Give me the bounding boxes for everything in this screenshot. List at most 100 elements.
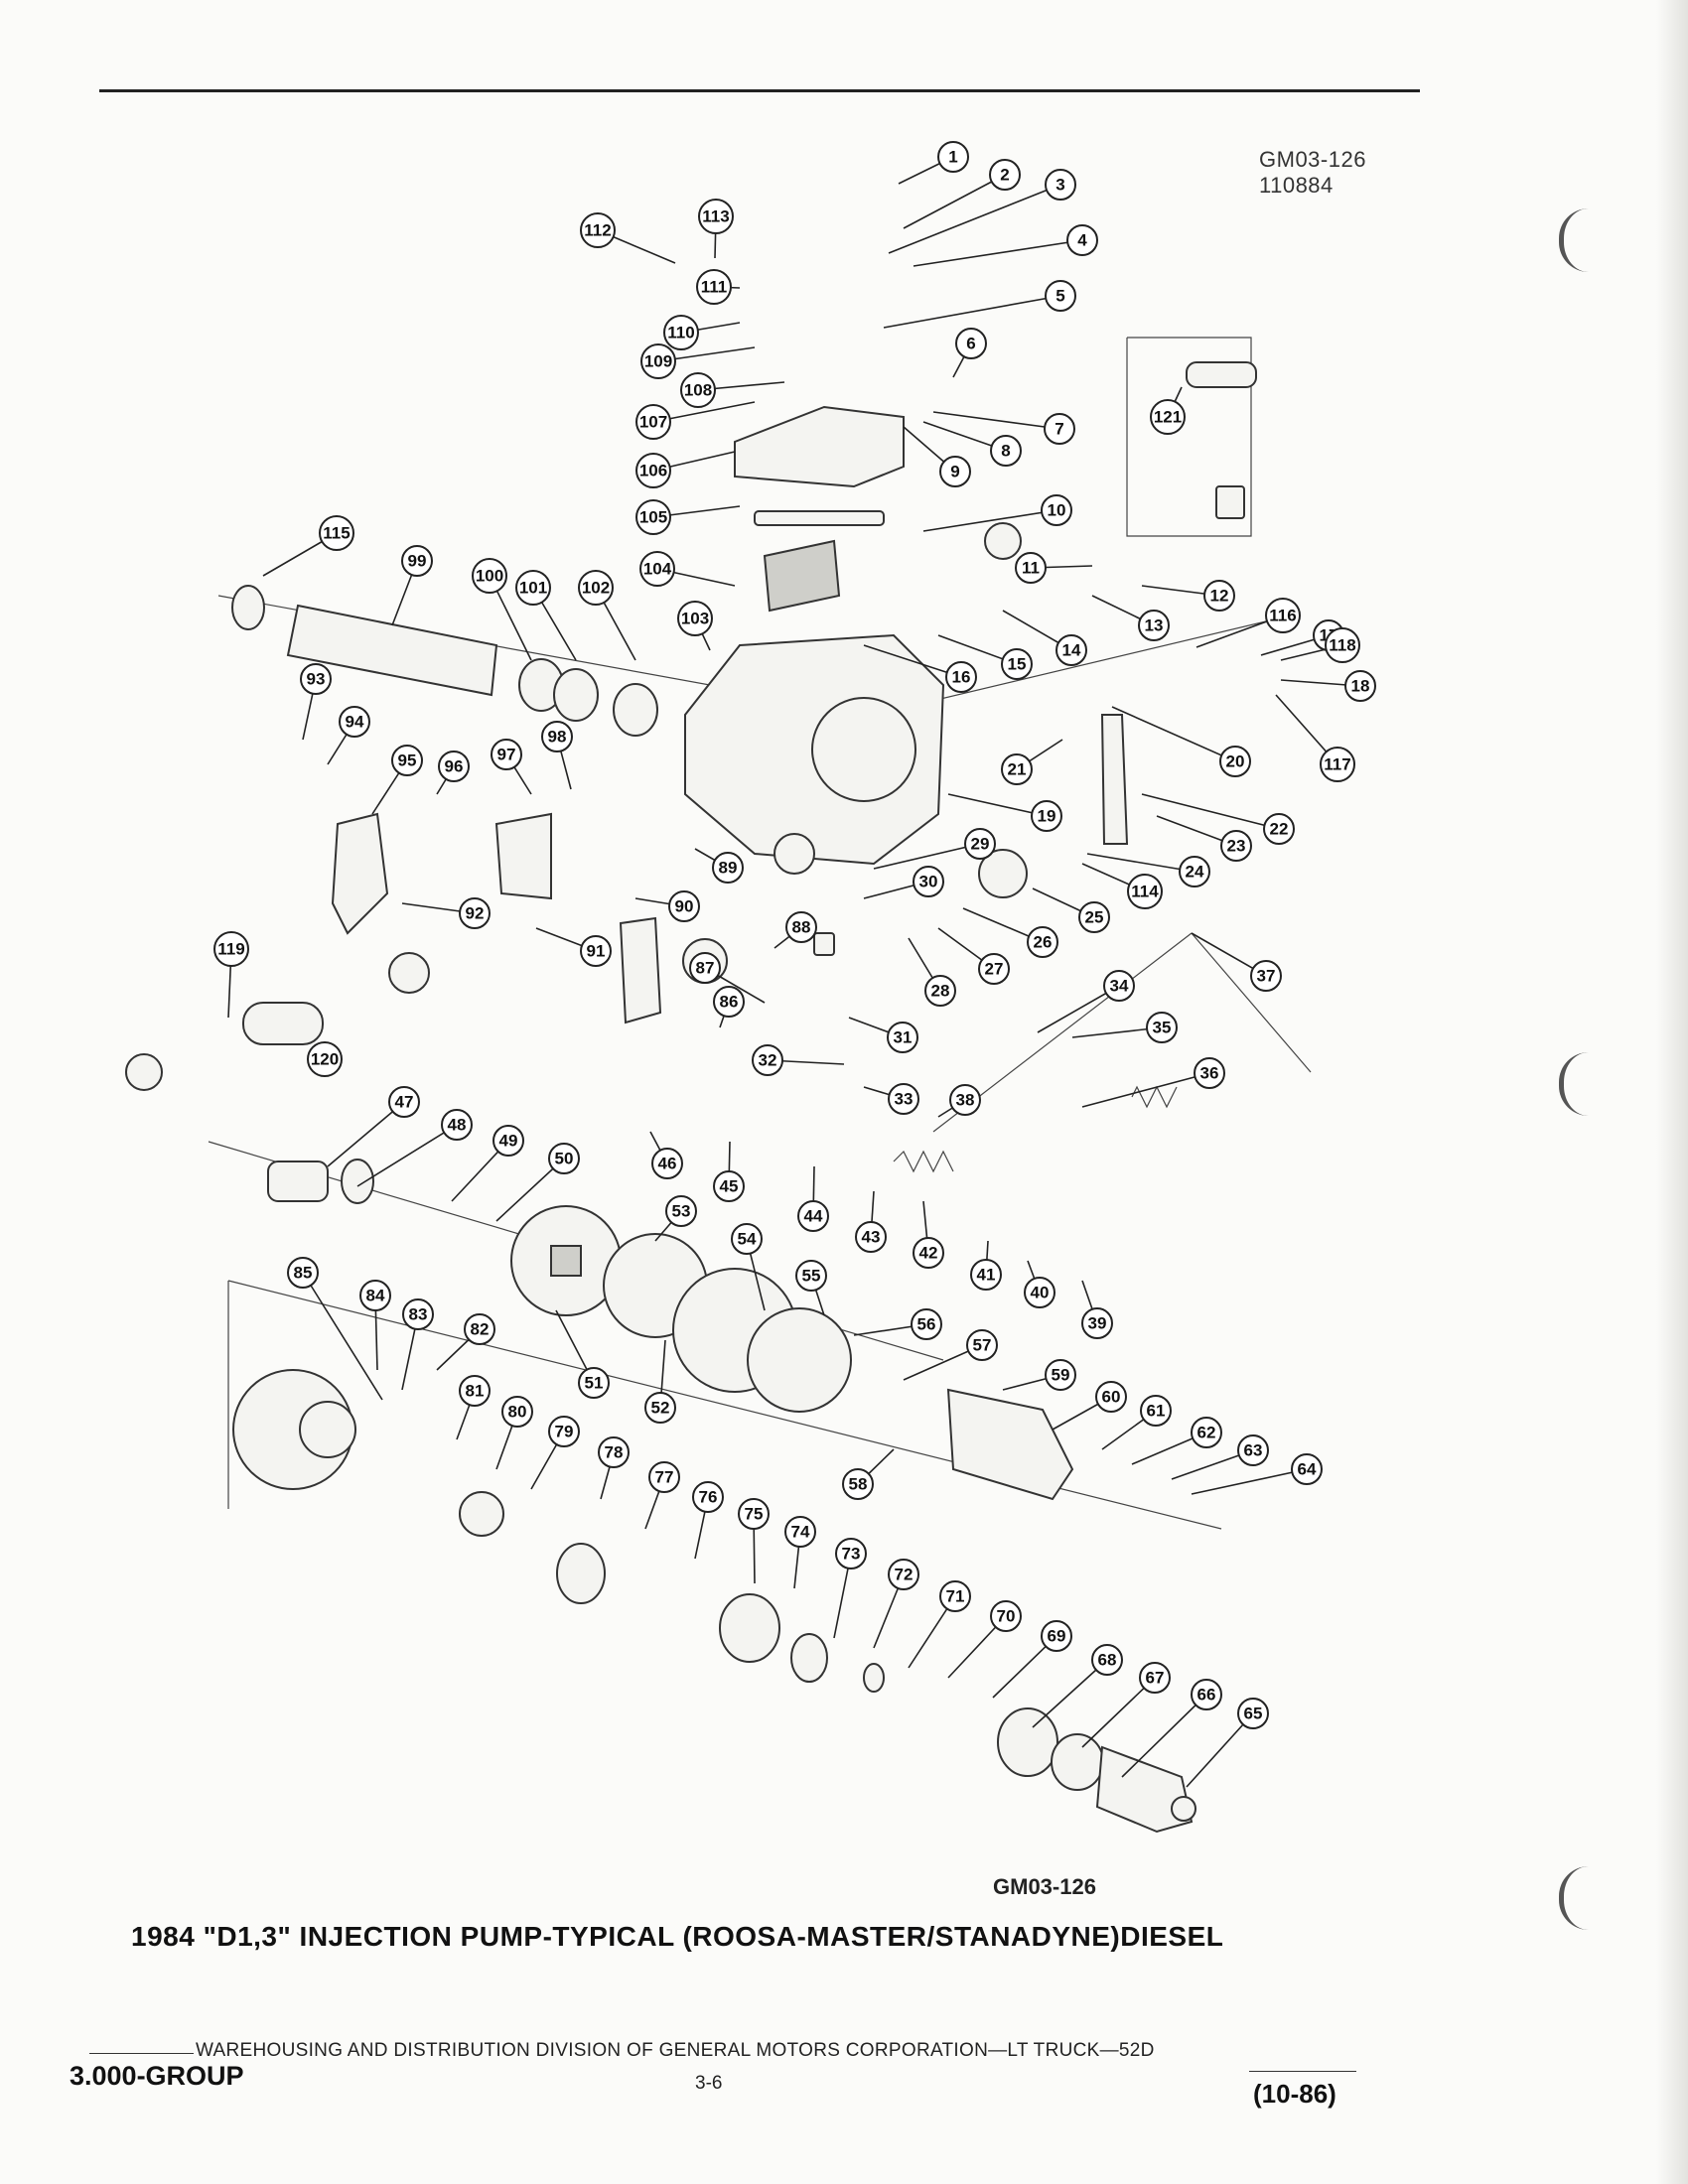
callout-label-44: 44: [804, 1207, 823, 1226]
callout-label-41: 41: [977, 1266, 996, 1285]
figure-date-code: 110884: [1259, 173, 1334, 198]
callout-label-94: 94: [346, 713, 364, 732]
callout-label-78: 78: [605, 1443, 624, 1462]
callout-86: 86: [713, 986, 745, 1028]
callout-76: 76: [692, 1481, 724, 1560]
callout-label-92: 92: [466, 904, 485, 923]
callout-45: 45: [713, 1141, 745, 1202]
callout-layer: 1234567891011121314151617181920212223242…: [213, 141, 1376, 1788]
callout-bubble-15: [1001, 648, 1033, 680]
callout-bubble-110: [663, 315, 699, 350]
callout-6: 6: [952, 328, 987, 378]
callout-label-76: 76: [699, 1488, 718, 1507]
callout-bubble-11: [1015, 552, 1047, 584]
callout-bubble-94: [339, 706, 370, 738]
callout-108: 108: [680, 372, 785, 408]
callout-bubble-103: [677, 601, 713, 636]
callout-13: 13: [1091, 595, 1170, 641]
callout-label-112: 112: [584, 221, 611, 240]
callout-91: 91: [535, 927, 612, 967]
callout-bubble-58: [842, 1468, 874, 1500]
callout-9: 9: [903, 426, 971, 487]
callout-bubble-76: [692, 1481, 724, 1513]
callout-bubble-83: [402, 1298, 434, 1330]
callout-121: 121: [1150, 386, 1186, 435]
callout-4: 4: [913, 224, 1098, 267]
callout-leader-47: [327, 1101, 405, 1167]
callout-bubble-69: [1041, 1620, 1072, 1652]
callout-bubble-5: [1045, 280, 1076, 312]
callout-94: 94: [327, 706, 370, 765]
callout-2: 2: [903, 159, 1021, 229]
callout-label-34: 34: [1110, 977, 1129, 996]
callout-label-62: 62: [1197, 1424, 1216, 1442]
callout-label-51: 51: [585, 1374, 604, 1393]
footer-date: (10-86): [1253, 2079, 1336, 2109]
callout-label-108: 108: [684, 381, 712, 400]
callout-label-20: 20: [1226, 752, 1245, 771]
callout-bubble-84: [359, 1280, 391, 1311]
callout-label-71: 71: [946, 1587, 965, 1606]
callout-label-63: 63: [1244, 1441, 1263, 1460]
callout-label-25: 25: [1085, 908, 1104, 927]
callout-3: 3: [888, 169, 1076, 254]
callout-21: 21: [1001, 739, 1063, 785]
callout-bubble-37: [1250, 960, 1282, 992]
callout-label-110: 110: [667, 324, 694, 342]
callout-bubble-29: [964, 828, 996, 860]
callout-50: 50: [495, 1143, 580, 1222]
callout-63: 63: [1171, 1434, 1269, 1480]
callout-62: 62: [1131, 1417, 1222, 1465]
callout-75: 75: [738, 1498, 770, 1584]
callout-bubble-91: [580, 935, 612, 967]
callout-label-55: 55: [802, 1267, 821, 1286]
callout-label-61: 61: [1147, 1402, 1166, 1421]
callout-111: 111: [696, 269, 741, 305]
callout-bubble-31: [887, 1022, 918, 1053]
callout-bubble-109: [640, 343, 676, 379]
callout-label-49: 49: [499, 1132, 518, 1151]
callout-bubble-113: [698, 199, 734, 234]
callout-bubble-102: [578, 570, 614, 606]
callout-bubble-51: [578, 1367, 610, 1399]
footer-division-line: WAREHOUSING AND DISTRIBUTION DIVISION OF…: [196, 2040, 1155, 2061]
callout-label-70: 70: [997, 1607, 1016, 1626]
callout-label-8: 8: [1001, 442, 1010, 461]
callout-115: 115: [262, 515, 354, 577]
callout-5: 5: [883, 280, 1076, 329]
callout-bubble-44: [797, 1200, 829, 1232]
callout-11: 11: [1015, 552, 1093, 584]
callout-bubble-73: [835, 1538, 867, 1570]
callout-37: 37: [1191, 932, 1282, 992]
callout-leader-68: [1032, 1659, 1108, 1728]
callout-bubble-107: [635, 404, 671, 440]
callout-bubble-118: [1325, 627, 1360, 663]
callout-leader-65: [1186, 1712, 1254, 1788]
callout-bubble-9: [939, 456, 971, 487]
callout-bubble-87: [689, 952, 721, 984]
callout-102: 102: [578, 570, 636, 661]
callout-leader-19: [947, 793, 1048, 817]
callout-label-31: 31: [894, 1028, 913, 1047]
callout-98: 98: [541, 721, 573, 790]
callout-label-115: 115: [323, 524, 350, 543]
callout-116: 116: [1196, 598, 1301, 648]
callout-label-4: 4: [1077, 231, 1087, 250]
callout-label-22: 22: [1270, 820, 1289, 839]
callout-67: 67: [1081, 1662, 1171, 1748]
callout-61: 61: [1101, 1395, 1172, 1450]
callout-bubble-120: [307, 1041, 343, 1077]
callout-114: 114: [1081, 863, 1163, 909]
callout-20: 20: [1111, 706, 1251, 777]
callout-117: 117: [1275, 694, 1355, 782]
callout-label-57: 57: [973, 1336, 992, 1355]
callout-label-28: 28: [931, 982, 950, 1001]
callout-54: 54: [731, 1223, 766, 1311]
callout-bubble-95: [391, 745, 423, 776]
callout-68: 68: [1032, 1644, 1123, 1728]
callout-leader-20: [1111, 706, 1236, 762]
callout-71: 71: [908, 1580, 971, 1669]
callout-bubble-67: [1139, 1662, 1171, 1694]
callout-bubble-6: [955, 328, 987, 359]
callout-110: 110: [663, 315, 741, 350]
